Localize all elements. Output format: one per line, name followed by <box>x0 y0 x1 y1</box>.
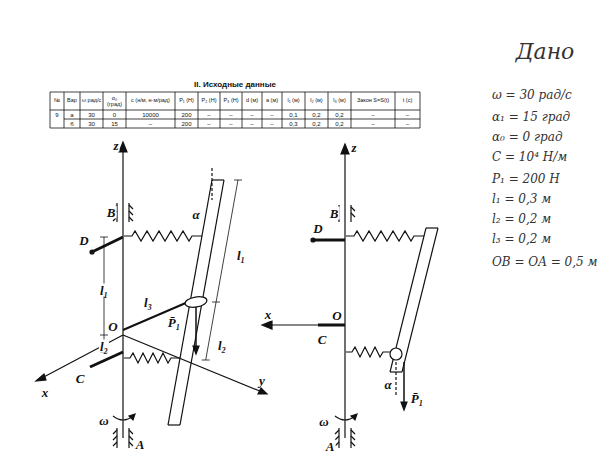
figure-label: P̄₁ <box>410 392 424 405</box>
table-header-cell: P₁ (Н) <box>176 98 197 104</box>
figure-label: B <box>106 206 117 219</box>
table-cell: 9 <box>55 112 58 118</box>
table-cell: – <box>406 121 409 127</box>
table-header-cell: l₁ (м) <box>283 98 304 104</box>
figure-label: P̄₁ <box>167 316 181 329</box>
right-mechanism <box>262 144 438 448</box>
figure-label: B <box>329 207 340 220</box>
figure-label: l₁ <box>236 249 246 262</box>
table-cell: 0 <box>113 112 116 118</box>
figure-label: D <box>312 222 323 235</box>
given-data: l₃ = 0,2 м <box>492 233 551 245</box>
figure-label: x <box>41 386 50 399</box>
table-header-cell: l₂ (м) <box>306 98 327 104</box>
table-title: II. Исходные данные <box>194 81 276 89</box>
figure-label: D <box>78 234 89 247</box>
given-data: α₀ = 0 град <box>492 131 563 143</box>
table-cell: – <box>207 112 210 118</box>
figure-label: y <box>258 374 266 387</box>
table-header-cell: Вар <box>65 98 79 104</box>
table-header-cell: P₃ (Н) <box>221 98 241 104</box>
table-cell: 0,2 <box>335 121 343 127</box>
table-grid <box>50 92 420 128</box>
table-header-cell: l₃ (м) <box>329 98 350 104</box>
given-data: l₂ = 0,2 м <box>492 213 551 225</box>
table-cell: 30 <box>88 112 95 118</box>
table-header-cell: c (н/м, н·м/рад) <box>127 98 174 104</box>
given-data: OB = OA = 0,5 м <box>492 256 597 268</box>
table-cell: – <box>250 112 253 118</box>
table-cell: 30 <box>88 121 95 127</box>
table-cell: 0,1 <box>289 112 297 118</box>
figure-label: O <box>331 309 342 322</box>
figure-label: l₃ <box>143 296 153 309</box>
figure-label: l₁ <box>99 284 109 297</box>
table-cell: – <box>406 112 409 118</box>
figure-label: l₂ <box>217 339 227 352</box>
table-header-cell: d (м) <box>243 98 261 104</box>
figure-label: l₂ <box>99 340 109 353</box>
figure-label: O <box>107 320 118 333</box>
given-data: ω = 30 рад/с <box>492 89 572 101</box>
table-cell: – <box>229 112 232 118</box>
figure-label: z <box>112 139 119 152</box>
table-header-cell: № <box>51 98 63 104</box>
figure-label: C <box>75 372 86 385</box>
table-header-cell: t (с) <box>396 98 419 104</box>
table-cell: – <box>149 121 152 127</box>
given-data: P₁ = 200 Н <box>492 173 560 185</box>
left-mechanism <box>36 142 267 448</box>
table-cell: – <box>371 121 374 127</box>
given-heading: Дано <box>516 41 575 63</box>
figure-label: α <box>191 208 200 221</box>
table-header-cell: P₂ (Н) <box>199 98 219 104</box>
given-data: α₁ = 15 град <box>492 111 570 123</box>
figure-label: ω <box>318 415 329 428</box>
figure-label: z <box>350 141 357 154</box>
table-header-cell: a (м) <box>263 98 281 104</box>
table-header-cell: ω рад/с <box>81 98 102 104</box>
figure-label: x <box>264 308 273 321</box>
given-data: C = 10⁴ Н/м <box>492 151 567 163</box>
figure-label: A <box>135 438 146 451</box>
table-cell: а <box>70 112 73 118</box>
table-cell: 200 <box>181 112 191 118</box>
table-cell: 0,2 <box>312 112 320 118</box>
table-cell: б <box>70 121 73 127</box>
table-cell: 200 <box>181 121 191 127</box>
figure-label: ω <box>98 414 109 427</box>
table-header-cell: α₀ (град) <box>104 96 125 107</box>
table-cell: 0,3 <box>289 121 297 127</box>
figure-label: α <box>383 378 392 391</box>
table-cell: – <box>207 121 210 127</box>
table-cell: 0,2 <box>335 112 343 118</box>
given-data: l₁ = 0,3 м <box>492 193 551 205</box>
table-cell: – <box>250 121 253 127</box>
table-cell: – <box>229 121 232 127</box>
table-cell: 15 <box>111 121 118 127</box>
table-header-cell: Закон S=S(t) <box>352 98 394 104</box>
table-cell: 0,2 <box>312 121 320 127</box>
figure-label: C <box>317 333 328 346</box>
table-cell: – <box>371 112 374 118</box>
figure-label: A <box>325 440 336 453</box>
table-cell: 10000 <box>142 112 159 118</box>
table-cell: – <box>270 112 273 118</box>
table-cell: – <box>270 121 273 127</box>
